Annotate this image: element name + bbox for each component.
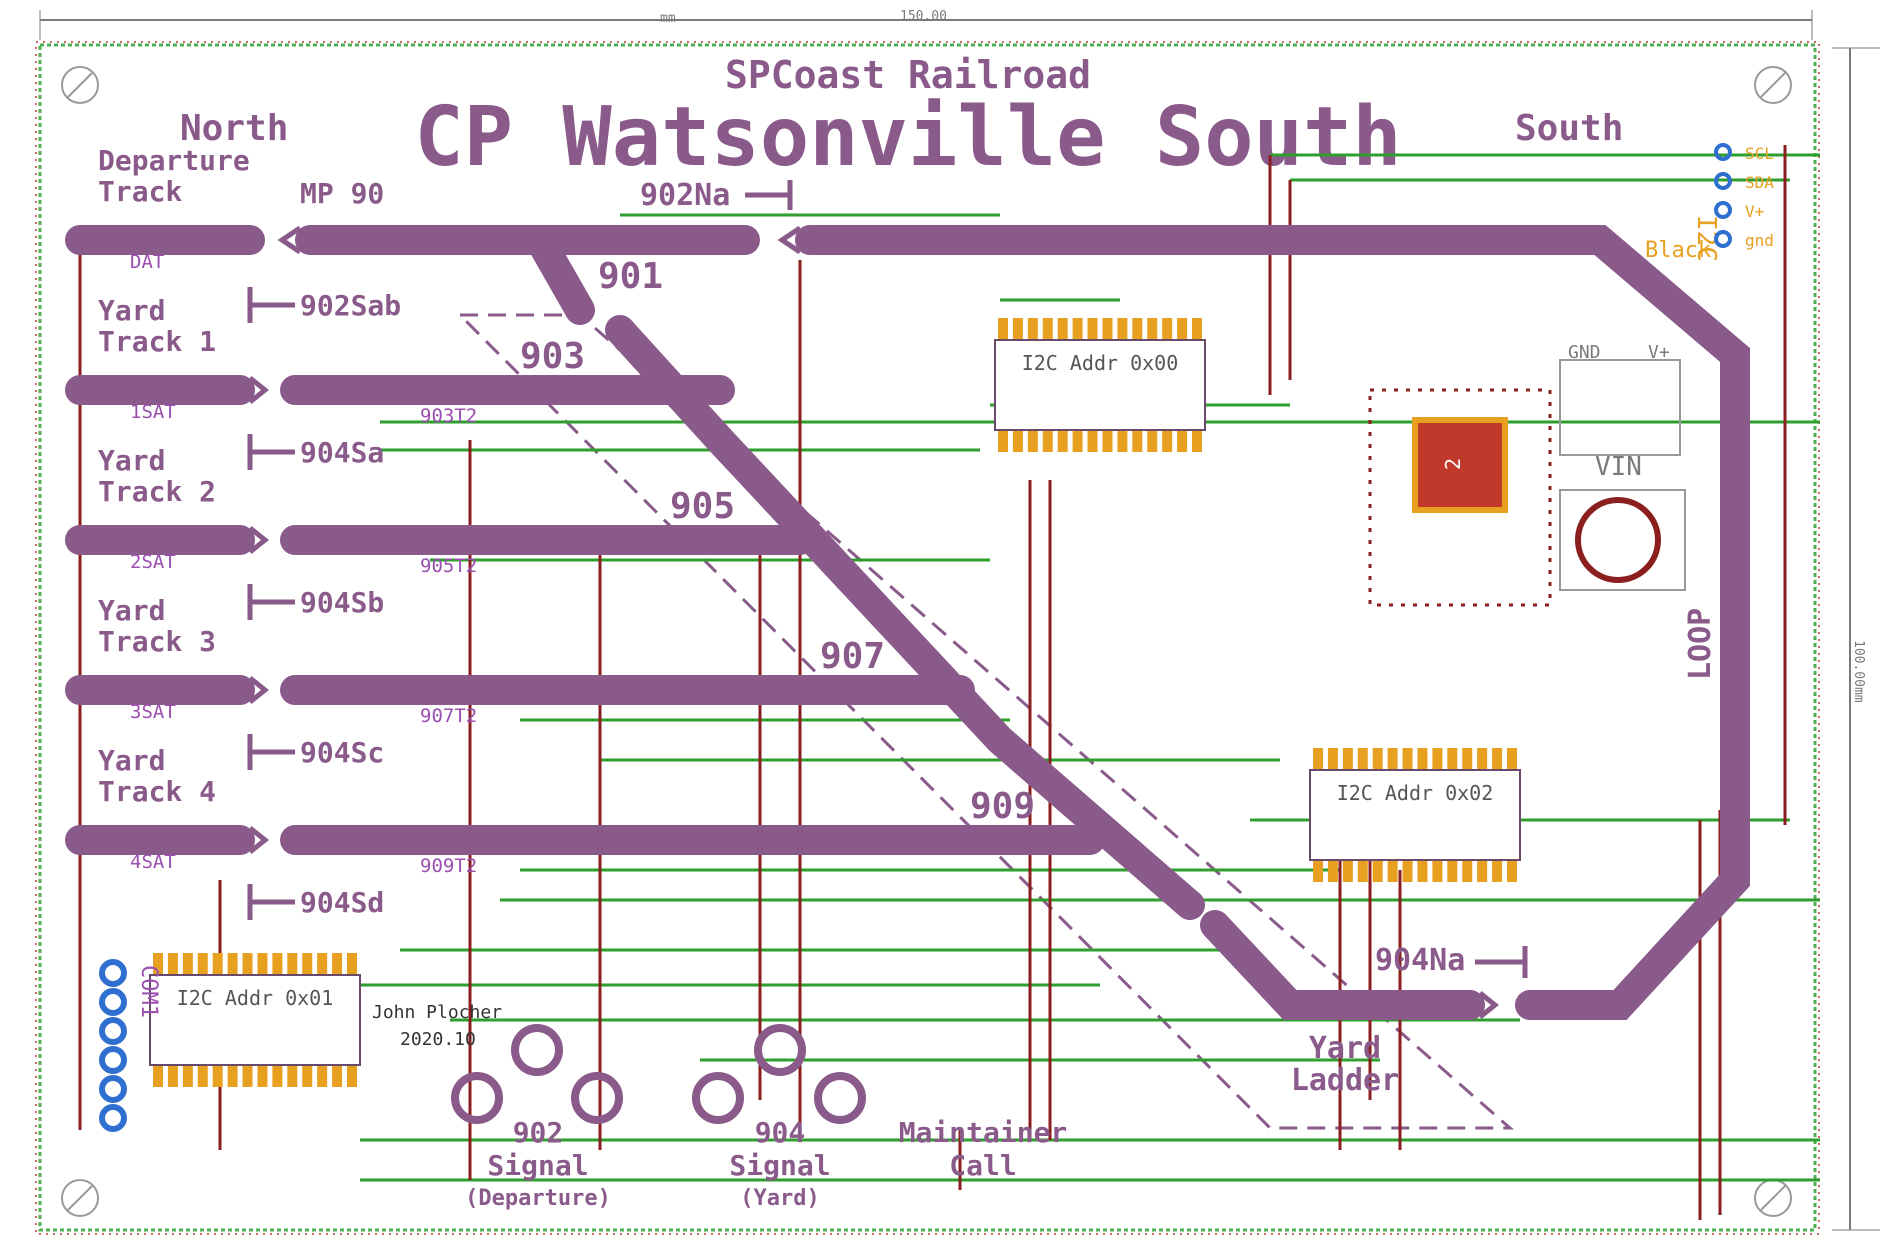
track-name-line2: Track 3 [98,625,216,658]
ic-chip: I2C Addr 0x00 [994,318,1206,452]
com-connector [99,959,127,1132]
vin-label: VIN [1595,452,1642,482]
yard-ladder-line1: Yard [1309,1031,1381,1066]
turnout-903: 903 [520,336,585,377]
author-date: 2020.10 [400,1029,476,1050]
signal-902na: 902Na [640,178,730,213]
bottom-label-line1: 904 [755,1116,806,1149]
track-signal-label: 904Sd [300,886,384,919]
connector-pin [1714,230,1732,248]
track-name-line1: Yard [98,294,165,327]
com-label: COM1 [136,965,161,1018]
turnout-907: 907 [820,636,885,677]
connector-pin [1714,201,1732,219]
regulator-chip [1412,417,1508,513]
ic-chip: I2C Addr 0x01 [149,953,361,1087]
track-name-line2: Track 4 [98,775,216,808]
ic-address-label: I2C Addr 0x02 [1337,781,1494,805]
track-layout [65,225,1750,1020]
connector-pin-label: SCL [1745,144,1774,163]
dim-width: 150.00 [900,9,947,24]
vplus-label: V+ [1648,342,1670,363]
track-signal-label: 904Sa [300,436,384,469]
track-name-line1: Yard [98,444,165,477]
signal-heads [451,1024,866,1124]
track-name-line1: Yard [98,744,165,777]
railroad-name: SPCoast Railroad [725,53,1091,97]
ic-chip: I2C Addr 0x02 [1309,748,1521,882]
author-name: John Plocher [372,1002,502,1023]
bottom-label-line3: (Departure) [465,1186,611,1211]
turnout-position-label: 907T2 [420,705,477,727]
bottom-label-line3: (Yard) [740,1186,819,1211]
connector-pin-label: gnd [1745,231,1774,250]
dim-height: 100.00mm [1851,640,1866,703]
south-label: South [1515,108,1623,149]
signal-904na: 904Na [1375,943,1465,978]
page-title: CP Watsonville South [414,90,1401,185]
track-name-line2: Track 1 [98,325,216,358]
board-outline [38,43,1817,1232]
turnout-905: 905 [670,486,735,527]
bottom-label-line1: Maintainer [899,1116,1068,1149]
wire-color-label: Black [1645,238,1711,263]
track-signal-label: 904Sb [300,586,384,619]
track-name-line1: Yard [98,594,165,627]
mounting-hole-icon [61,66,1792,1217]
capacitor-icon [1575,497,1661,583]
turnout-909: 909 [970,786,1035,827]
north-label: North [180,108,288,149]
bottom-label-line2: Call [949,1149,1016,1182]
connector-pin-label: V+ [1745,202,1764,221]
regulator-label: 2 [1441,458,1465,470]
yard-ladder-line2: Ladder [1291,1063,1399,1098]
track-sensor-label: 3SAT [130,701,176,723]
bottom-label-line1: 902 [513,1116,564,1149]
track-signal-label: 902Sab [300,289,401,322]
turnout-901: 901 [598,256,663,297]
track-sensor-label: DAT [130,251,164,273]
bottom-label-line2: Signal [729,1149,830,1182]
milepost-label: MP 90 [300,177,384,210]
track-name-line2: Track [98,175,182,208]
loop-label: LOOP [1683,608,1718,680]
ic-address-label: I2C Addr 0x01 [177,986,334,1010]
turnout-position-label: 905T2 [420,555,477,577]
track-name-line2: Track 2 [98,475,216,508]
track-name-line1: Departure [98,144,250,177]
dim-unit: mm [660,11,676,26]
turnout-position-label: 909T2 [420,855,477,877]
connector-pin [1714,172,1732,190]
gnd-label: GND [1568,342,1601,363]
connector-pin-label: SDA [1745,173,1774,192]
ladder-outline [456,313,1514,1130]
track-sensor-label: 1SAT [130,401,176,423]
pcb-traces [78,145,1820,1220]
track-sensor-label: 4SAT [130,851,176,873]
connector-pin [1714,143,1732,161]
direction-arrow-icon [248,225,1500,1019]
track-sensor-label: 2SAT [130,551,176,573]
turnout-position-label: 903T2 [420,405,477,427]
track-signal-label: 904Sc [300,736,384,769]
bottom-label-line2: Signal [487,1149,588,1182]
ic-address-label: I2C Addr 0x00 [1022,351,1179,375]
